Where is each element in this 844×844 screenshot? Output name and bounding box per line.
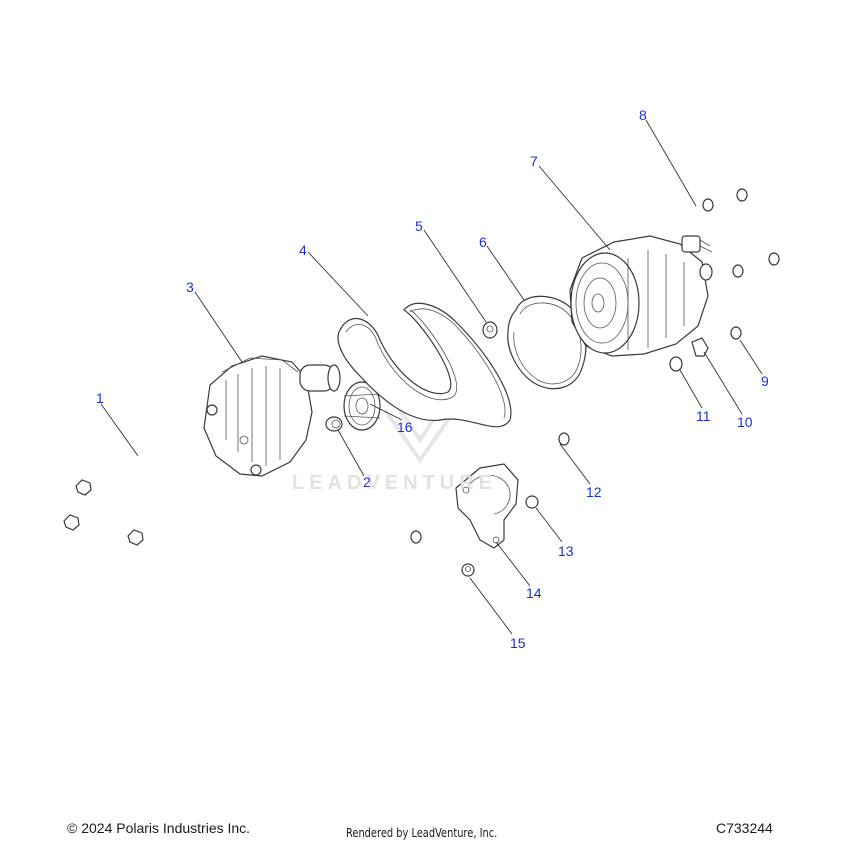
part-10-fitting [691, 337, 709, 357]
part-13-nut [525, 495, 539, 509]
callout-16[interactable]: 16 [397, 419, 413, 435]
watermark-text: LEADVENTURE [292, 472, 498, 494]
part-1-long-bolts [63, 448, 204, 546]
leader-lines [100, 119, 763, 635]
part-12-bolt [544, 432, 570, 448]
part-8-bolts [686, 188, 780, 280]
part-7-ac-compressor [569, 235, 713, 357]
copyright-text: © 2024 Polaris Industries Inc. [67, 820, 251, 836]
part-6-seal-ring [507, 295, 587, 390]
part-2-nut [325, 416, 343, 432]
callout-9[interactable]: 9 [761, 373, 769, 389]
rendered-by-text: Rendered by LeadVenture, Inc. [346, 826, 498, 840]
part-11-spacer [669, 356, 683, 372]
callout-5[interactable]: 5 [415, 218, 423, 234]
callout-8[interactable]: 8 [639, 107, 647, 123]
callout-13[interactable]: 13 [558, 543, 574, 559]
callout-11[interactable]: 11 [696, 408, 711, 424]
callout-7[interactable]: 7 [530, 153, 538, 169]
callout-3[interactable]: 3 [186, 279, 194, 295]
part-5-spacer [482, 321, 498, 339]
callout-15[interactable]: 15 [510, 635, 526, 651]
callout-6[interactable]: 6 [479, 234, 487, 250]
part-15-nut [461, 563, 475, 577]
callout-14[interactable]: 14 [526, 585, 542, 601]
callout-10[interactable]: 10 [737, 414, 753, 430]
bracket-bolt [410, 528, 436, 544]
callout-1[interactable]: 1 [96, 390, 104, 406]
part-3-alternator [203, 355, 341, 477]
part-4-belt [337, 302, 512, 428]
diagram-code: C733244 [716, 820, 773, 836]
part-14-bracket [455, 463, 519, 549]
part-9-bolt [716, 326, 742, 342]
callout-2[interactable]: 2 [363, 474, 371, 490]
callout-12[interactable]: 12 [586, 484, 602, 500]
callout-4[interactable]: 4 [299, 242, 307, 258]
